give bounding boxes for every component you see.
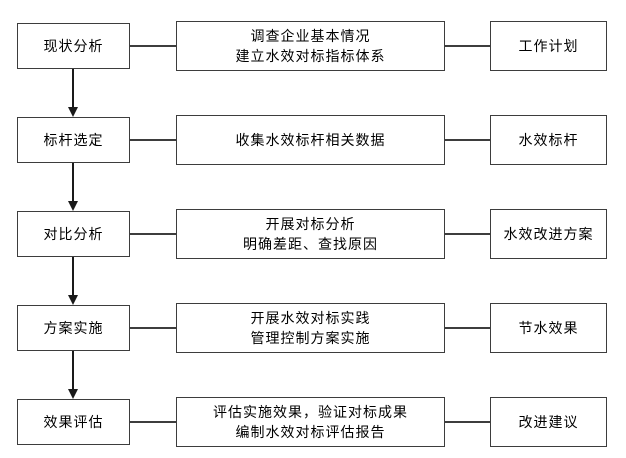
stage-box: 标杆选定: [17, 117, 130, 163]
action-line: 收集水效标杆相关数据: [235, 132, 386, 148]
down-arrow-icon: [68, 295, 78, 305]
output-box: 工作计划: [490, 21, 607, 71]
stage-box: 现状分析: [17, 23, 130, 69]
output-box: 水效标杆: [490, 115, 607, 165]
stage-box: 方案实施: [17, 305, 130, 351]
connector-line: [130, 327, 176, 329]
output-label: 水效标杆: [518, 132, 579, 148]
output-label: 水效改进方案: [503, 226, 594, 242]
down-arrow-line: [72, 69, 74, 108]
action-line: 编制水效对标评估报告: [235, 424, 386, 440]
stage-label: 对比分析: [43, 226, 104, 242]
action-line: 调查企业基本情况: [250, 28, 371, 44]
action-box: 调查企业基本情况 建立水效对标指标体系: [176, 21, 445, 71]
action-line: 评估实施效果，验证对标成果: [213, 404, 408, 420]
flow-row-1: 现状分析 调查企业基本情况 建立水效对标指标体系 工作计划: [0, 21, 626, 117]
action-box: 开展对标分析 明确差距、查找原因: [176, 209, 445, 259]
action-box: 开展水效对标实践 管理控制方案实施: [176, 303, 445, 353]
connector-line: [130, 45, 176, 47]
output-box: 节水效果: [490, 303, 607, 353]
connector-line: [130, 233, 176, 235]
connector-line: [130, 421, 176, 423]
action-line: 明确差距、查找原因: [243, 236, 378, 252]
output-label: 工作计划: [518, 38, 579, 54]
output-box: 改进建议: [490, 397, 607, 447]
connector-line: [445, 139, 490, 141]
flow-row-2: 标杆选定 收集水效标杆相关数据 水效标杆: [0, 115, 626, 211]
action-line: 开展水效对标实践: [250, 310, 371, 326]
flow-row-5: 效果评估 评估实施效果，验证对标成果 编制水效对标评估报告 改进建议: [0, 397, 626, 458]
output-box: 水效改进方案: [490, 209, 607, 259]
action-line: 开展对标分析: [265, 216, 356, 232]
output-label: 改进建议: [518, 414, 579, 430]
down-arrow-line: [72, 257, 74, 296]
connector-line: [445, 421, 490, 423]
stage-box: 效果评估: [17, 399, 130, 445]
output-label: 节水效果: [518, 320, 579, 336]
flow-row-4: 方案实施 开展水效对标实践 管理控制方案实施 节水效果: [0, 303, 626, 399]
action-box: 收集水效标杆相关数据: [176, 115, 445, 165]
connector-line: [445, 327, 490, 329]
stage-label: 方案实施: [43, 320, 104, 336]
connector-line: [445, 45, 490, 47]
down-arrow-icon: [68, 389, 78, 399]
stage-label: 现状分析: [43, 38, 104, 54]
down-arrow-line: [72, 351, 74, 390]
stage-label: 标杆选定: [43, 132, 104, 148]
action-line: 管理控制方案实施: [250, 330, 371, 346]
stage-label: 效果评估: [43, 414, 104, 430]
action-box: 评估实施效果，验证对标成果 编制水效对标评估报告: [176, 397, 445, 447]
down-arrow-icon: [68, 201, 78, 211]
connector-line: [445, 233, 490, 235]
flow-row-3: 对比分析 开展对标分析 明确差距、查找原因 水效改进方案: [0, 209, 626, 305]
down-arrow-line: [72, 163, 74, 202]
stage-box: 对比分析: [17, 211, 130, 257]
down-arrow-icon: [68, 107, 78, 117]
connector-line: [130, 139, 176, 141]
action-line: 建立水效对标指标体系: [235, 48, 386, 64]
